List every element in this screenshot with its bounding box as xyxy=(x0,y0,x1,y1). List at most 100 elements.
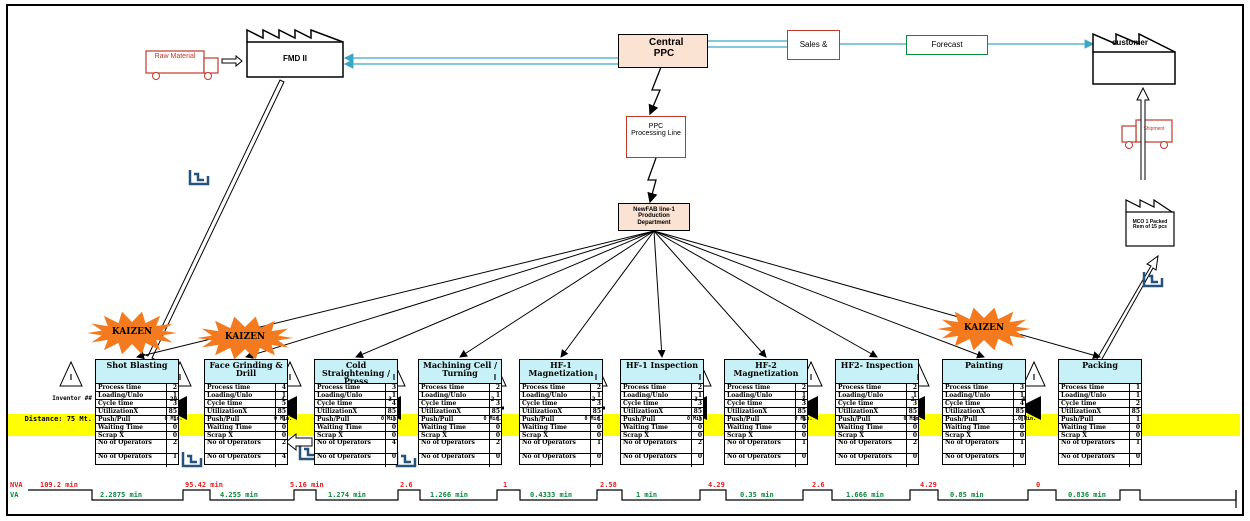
process-row: Waiting Time 0 xyxy=(1059,424,1141,432)
finished-goods-label: MCO 1 Packed Rem of 15 pcs xyxy=(1132,219,1168,231)
process-row-key: UtilizationX xyxy=(836,408,907,415)
process-row-value: 4 xyxy=(281,454,286,460)
process-row-value: 0 xyxy=(801,432,806,439)
process-row-key: No of Operators xyxy=(836,454,907,467)
process-row-key: No of Operators xyxy=(836,440,907,453)
process-row-value: 1 xyxy=(801,416,806,423)
process-row-key: Loading/Unlo xyxy=(621,392,692,399)
nva-value: 95.42 min xyxy=(185,481,223,489)
process-row: Process time 2 xyxy=(520,384,602,392)
shipment-label: Shipment xyxy=(1143,126,1165,132)
forklift-icon xyxy=(1142,272,1164,288)
nva-value: 4.29 xyxy=(920,481,937,489)
process-row-key: Scrap X xyxy=(1059,432,1130,439)
diagram-frame xyxy=(6,4,1244,516)
inventory-triangle-label: I xyxy=(594,373,598,382)
process-row-key: Waiting Time xyxy=(725,424,796,431)
process-row-value: 0 xyxy=(697,432,702,439)
process-row-value: 0 xyxy=(1135,424,1140,431)
process-row-key: Scrap X xyxy=(943,432,1014,439)
process-row-key: Scrap X xyxy=(419,432,490,439)
kaizen-label: KAIZEN xyxy=(963,323,1005,333)
process-row-value: 2 xyxy=(596,384,601,391)
supplier-factory-icon xyxy=(246,28,344,78)
forklift-icon xyxy=(181,452,203,468)
process-row-value: 1 xyxy=(1019,440,1024,446)
process-row-key: Cycle time xyxy=(520,400,591,407)
kaizen-burst-icon xyxy=(197,316,293,360)
process-title: HF2- Inspection xyxy=(836,360,918,384)
va-value: 1.666 min xyxy=(846,491,884,499)
forklift-icon xyxy=(188,170,210,186)
ppc-line-label: PPC Processing Line xyxy=(631,123,681,138)
process-row-value: 1 xyxy=(1135,392,1140,399)
process-row-value: 1 xyxy=(596,416,601,423)
va-value: 1.266 min xyxy=(430,491,468,499)
process-row-key: Scrap X xyxy=(520,432,591,439)
process-row-value: 2 xyxy=(1135,400,1140,407)
process-row-key: No of Operators xyxy=(1059,454,1130,467)
process-row-key: Process time xyxy=(520,384,591,391)
process-row-value: 85 xyxy=(908,408,917,415)
process-row-value: 1 xyxy=(1135,440,1140,446)
process-row-value: 4 xyxy=(391,440,396,446)
inventory-triangle-label: I xyxy=(916,373,920,382)
process-row-key: Waiting Time xyxy=(1059,424,1130,431)
inventory-count: 4 xyxy=(281,396,285,403)
process-row-value: 2 xyxy=(697,440,702,446)
process-row-value: 1 xyxy=(281,416,286,423)
nva-value: 0 xyxy=(1036,481,1041,489)
process-row-key: Process time xyxy=(836,384,907,391)
process-row-value: 2 xyxy=(495,440,500,446)
process-row-value: 0 xyxy=(912,424,917,431)
rework-arrow-icon xyxy=(285,432,313,452)
timeline-path xyxy=(28,489,1237,501)
process-row-value: 3 xyxy=(697,400,702,407)
process-row-value: 3 xyxy=(912,400,917,407)
process-row-key: No of Operators xyxy=(205,440,276,453)
transport-time: 0 Min. xyxy=(686,416,706,422)
process-title: Packing xyxy=(1059,360,1141,384)
process-row-value: 0 xyxy=(172,424,177,431)
sales-box: Sales & xyxy=(787,30,840,60)
va-value: 0.836 min xyxy=(1068,491,1106,499)
timeline-ladder xyxy=(28,489,1237,508)
transport-time: 0 Min. xyxy=(903,416,922,422)
process-row-key: Waiting Time xyxy=(520,424,591,431)
central-ppc-label: Central PPC xyxy=(649,37,684,59)
process-row-value: 1 xyxy=(495,392,500,399)
process-row-key: Cycle time xyxy=(836,400,907,407)
nva-value: 2.58 xyxy=(600,481,617,489)
process-row-key: No of Operators xyxy=(725,440,796,453)
process-row-value: 2 xyxy=(697,384,702,391)
